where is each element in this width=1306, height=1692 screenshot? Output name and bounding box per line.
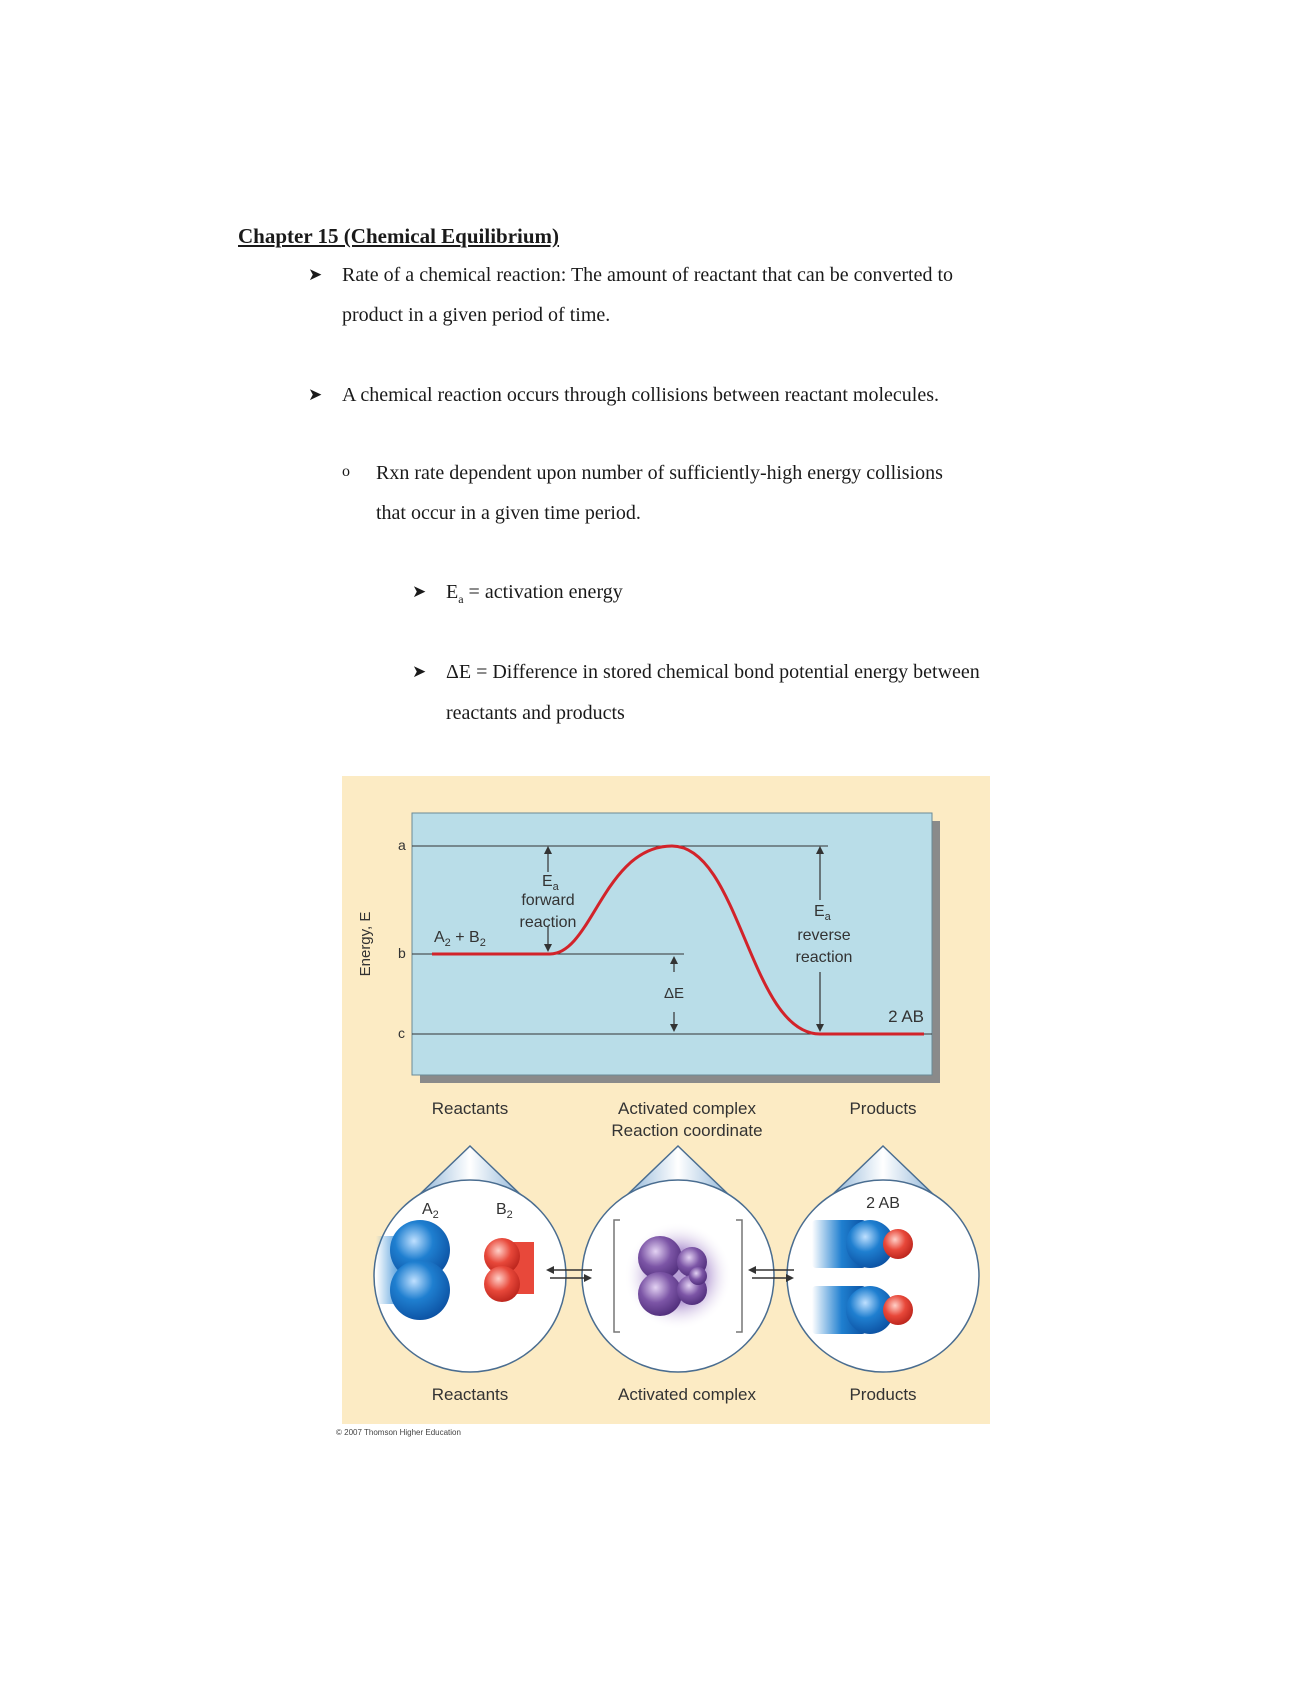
y-axis-label: Energy, E [357,912,374,977]
page-title: Chapter 15 (Chemical Equilibrium) [238,224,560,248]
ea-definition: = activation energy [463,581,623,603]
energy-diagram-svg: Energy, E a b c Ea forward reaction A2 +… [342,776,990,1424]
ea-reverse-label-2: reaction [796,949,853,966]
tick-a: a [398,837,406,853]
energy-diagram-figure: Energy, E a b c Ea forward reaction A2 +… [342,776,990,1424]
bullet-arrow-icon: ➤ [412,662,427,681]
a2-molecule [376,1220,450,1320]
collision-line: A chemical reaction occurs through colli… [342,384,940,406]
arrowhead [816,1024,824,1032]
copyright-notice: © 2007 Thomson Higher Education [336,1428,461,1437]
ea-symbol: E [446,581,459,603]
ea-subscript: a [458,592,464,606]
bullet-arrow-icon: ➤ [412,582,427,601]
energy-curve [432,844,924,1036]
rxn-rate-line-2: that occur in a given time period. [376,502,641,524]
equilibrium-arrow-icon [546,1266,592,1282]
b2-label: B2 [496,1201,513,1221]
arrowhead [544,846,552,854]
reactants-top-label: Reactants [432,1099,509,1118]
plot-area [411,812,933,1076]
activation-energy-line: Ea = activation energy [446,581,623,607]
products-bottom-label: Products [849,1385,916,1404]
arrowhead [670,956,678,964]
bullet-circle-icon: o [342,463,350,480]
product-label: 2 AB [888,1007,924,1026]
reactants-formula: A2 + B2 [434,929,486,949]
rate-line-2: product in a given period of time. [342,304,611,326]
ea-forward-symbol: Ea [542,873,560,893]
ea-forward-label-1: forward [521,892,574,909]
delta-e-line-2: reactants and products [446,702,625,724]
ab-molecule [812,1286,913,1334]
b2-molecule [484,1238,534,1302]
delta-e-label: ΔE [664,985,684,1002]
arrowhead [670,1024,678,1032]
ea-forward-label-2: reaction [520,914,577,931]
rate-line-1: Rate of a chemical reaction: The amount … [342,264,954,286]
a2-label: A2 [422,1201,439,1221]
reactants-bottom-label: Reactants [432,1385,509,1404]
bullet-arrow-icon: ➤ [308,385,323,404]
equilibrium-arrow-icon [748,1266,794,1282]
reaction-coordinate-label: Reaction coordinate [611,1121,762,1140]
ea-reverse-symbol: Ea [814,903,832,923]
rxn-rate-line-1: Rxn rate dependent upon number of suffic… [376,462,943,484]
activated-complex-molecule [613,1219,743,1333]
tick-b: b [398,945,406,961]
ab-molecule [812,1220,913,1268]
delta-e-line-1: ΔE = Difference in stored chemical bond … [446,661,980,683]
arrowhead [816,846,824,854]
bullet-arrow-icon: ➤ [308,265,323,284]
ab-label: 2 AB [866,1195,900,1212]
tick-c: c [398,1025,405,1041]
activated-complex-top-label: Activated complex [618,1099,756,1118]
ea-reverse-label-1: reverse [797,927,850,944]
activated-complex-bottom-label: Activated complex [618,1385,756,1404]
products-top-label: Products [849,1099,916,1118]
arrowhead [544,944,552,952]
